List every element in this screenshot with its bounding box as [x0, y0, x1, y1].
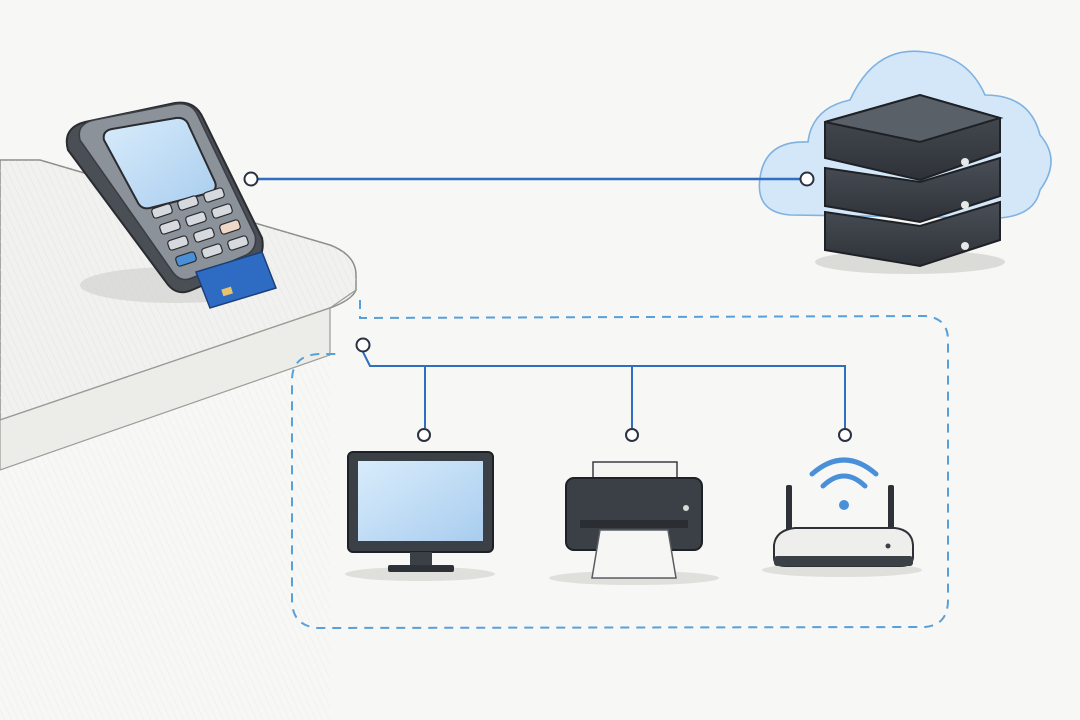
- local-network-group: [291, 300, 949, 630]
- cloud-server-icon: [758, 50, 1052, 274]
- printer-icon: [549, 461, 719, 585]
- card-terminal-icon: [65, 101, 277, 309]
- link-terminal-server: [243, 171, 815, 187]
- node-monitor: [417, 428, 431, 442]
- keypad: [151, 187, 249, 267]
- monitor-icon: [345, 451, 495, 581]
- credit-card-icon: [195, 251, 277, 309]
- local-network-links: [362, 351, 846, 428]
- wifi-router-icon: [762, 457, 922, 577]
- node-router: [838, 428, 852, 442]
- node-printer: [625, 428, 639, 442]
- bus-node: [355, 337, 371, 353]
